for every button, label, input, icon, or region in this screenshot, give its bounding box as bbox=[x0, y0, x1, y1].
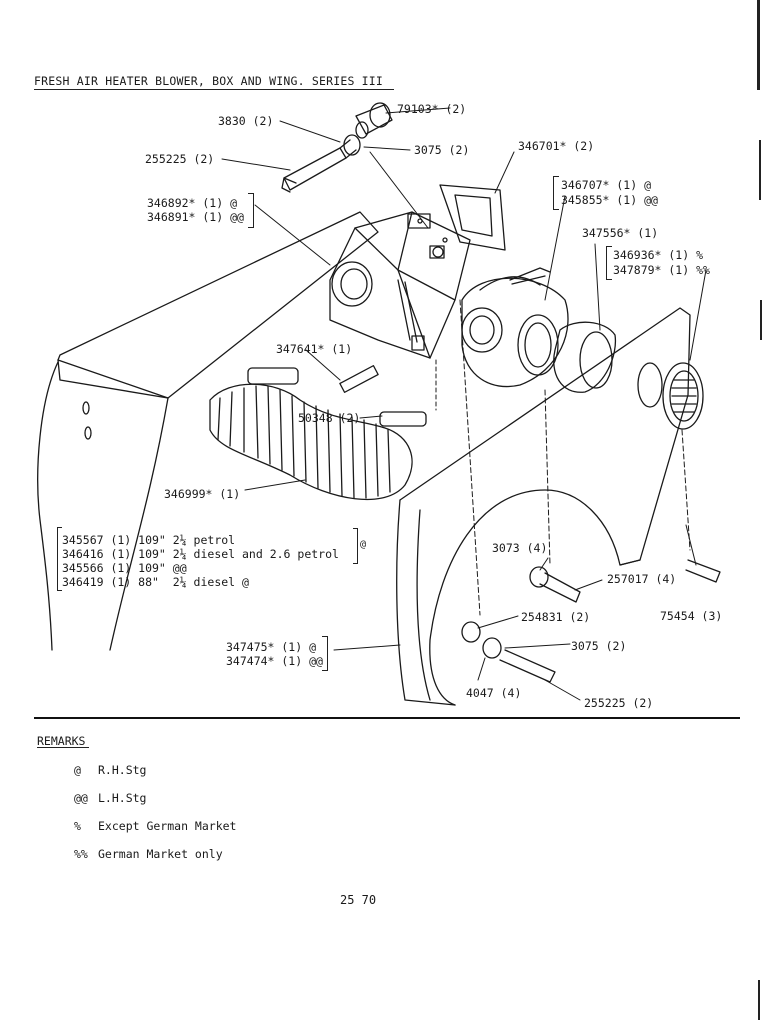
callout-257017: 257017 (4) bbox=[607, 572, 677, 586]
intake-grille bbox=[662, 362, 704, 430]
wing-part-line-4: 346419 (1) 88" 2¼ diesel @ bbox=[62, 575, 249, 589]
callout-346936: 346936* (1) % bbox=[613, 248, 704, 262]
callout-345855: 345855* (1) @@ bbox=[561, 193, 658, 207]
blower-motor bbox=[461, 267, 569, 388]
flexible-hose bbox=[209, 365, 427, 501]
callout-4047: 4047 (4) bbox=[466, 686, 522, 700]
page-title: FRESH AIR HEATER BLOWER, BOX AND WING. S… bbox=[34, 74, 384, 88]
remarks-underline bbox=[37, 747, 89, 748]
callout-346891: 346891* (1) @@ bbox=[147, 210, 244, 224]
bracket-wing-right bbox=[353, 528, 358, 564]
bracket-346936 bbox=[606, 246, 612, 280]
remarks-heading: REMARKS bbox=[37, 734, 86, 748]
section-divider bbox=[34, 717, 740, 719]
callout-347475: 347475* (1) @ bbox=[226, 640, 317, 654]
page-number: 25 70 bbox=[340, 893, 377, 907]
remark-text-4: German Market only bbox=[98, 847, 223, 861]
callout-3075-top: 3075 (2) bbox=[414, 143, 470, 157]
bracket-347475 bbox=[322, 636, 328, 671]
remark-symbol-1: @ bbox=[74, 763, 81, 777]
callout-347879: 347879* (1) %% bbox=[613, 263, 710, 277]
scan-edge-mark bbox=[757, 0, 760, 90]
callout-3073: 3073 (4) bbox=[492, 541, 548, 555]
callout-347474: 347474* (1) @@ bbox=[226, 654, 323, 668]
scan-edge-mark bbox=[760, 300, 762, 340]
remark-symbol-2: @@ bbox=[74, 791, 88, 805]
callout-346892: 346892* (1) @ bbox=[147, 196, 238, 210]
wing-part-line-3: 345566 (1) 109" @@ bbox=[62, 561, 187, 575]
remark-symbol-3: % bbox=[74, 819, 81, 833]
left-wing-panel bbox=[37, 211, 379, 651]
bracket-wing-left bbox=[57, 527, 62, 591]
scan-edge-mark bbox=[758, 980, 760, 1020]
bottom-fasteners bbox=[461, 559, 721, 683]
callout-79103: 79103* (2) bbox=[397, 102, 467, 116]
heater-box bbox=[329, 211, 471, 359]
remark-text-1: R.H.Stg bbox=[98, 763, 147, 777]
right-wing-panel bbox=[396, 307, 691, 706]
wing-group-marker: @ bbox=[360, 539, 367, 550]
gasket-frame bbox=[439, 184, 506, 251]
top-fasteners bbox=[281, 102, 393, 193]
callout-254831: 254831 (2) bbox=[521, 610, 591, 624]
wing-part-line-2: 346416 (1) 109" 2¼ diesel and 2.6 petrol bbox=[62, 547, 339, 561]
callout-3075-bottom: 3075 (2) bbox=[571, 639, 627, 653]
blower-seal-ring bbox=[553, 321, 617, 393]
callout-50348: 50348 (2) bbox=[298, 411, 361, 425]
bracket-346707 bbox=[553, 176, 559, 210]
callout-346999: 346999* (1) bbox=[164, 487, 241, 501]
remark-text-2: L.H.Stg bbox=[98, 791, 147, 805]
callout-3830: 3830 (2) bbox=[218, 114, 274, 128]
callout-75454: 75454 (3) bbox=[660, 609, 723, 623]
title-underline bbox=[34, 89, 394, 90]
callout-255225-bottom: 255225 (2) bbox=[584, 696, 654, 710]
remark-symbol-4: %% bbox=[74, 847, 88, 861]
leader-lines bbox=[221, 107, 707, 701]
wing-part-line-1: 345567 (1) 109" 2¼ petrol bbox=[62, 533, 236, 547]
callout-347556: 347556* (1) bbox=[582, 226, 659, 240]
bracket-346892 bbox=[248, 193, 254, 228]
callout-346707: 346707* (1) @ bbox=[561, 178, 652, 192]
callout-347641: 347641* (1) bbox=[276, 342, 353, 356]
scan-edge-mark bbox=[759, 140, 761, 200]
remark-text-3: Except German Market bbox=[98, 819, 237, 833]
callout-346701: 346701* (2) bbox=[518, 139, 595, 153]
callout-255225-top: 255225 (2) bbox=[145, 152, 215, 166]
